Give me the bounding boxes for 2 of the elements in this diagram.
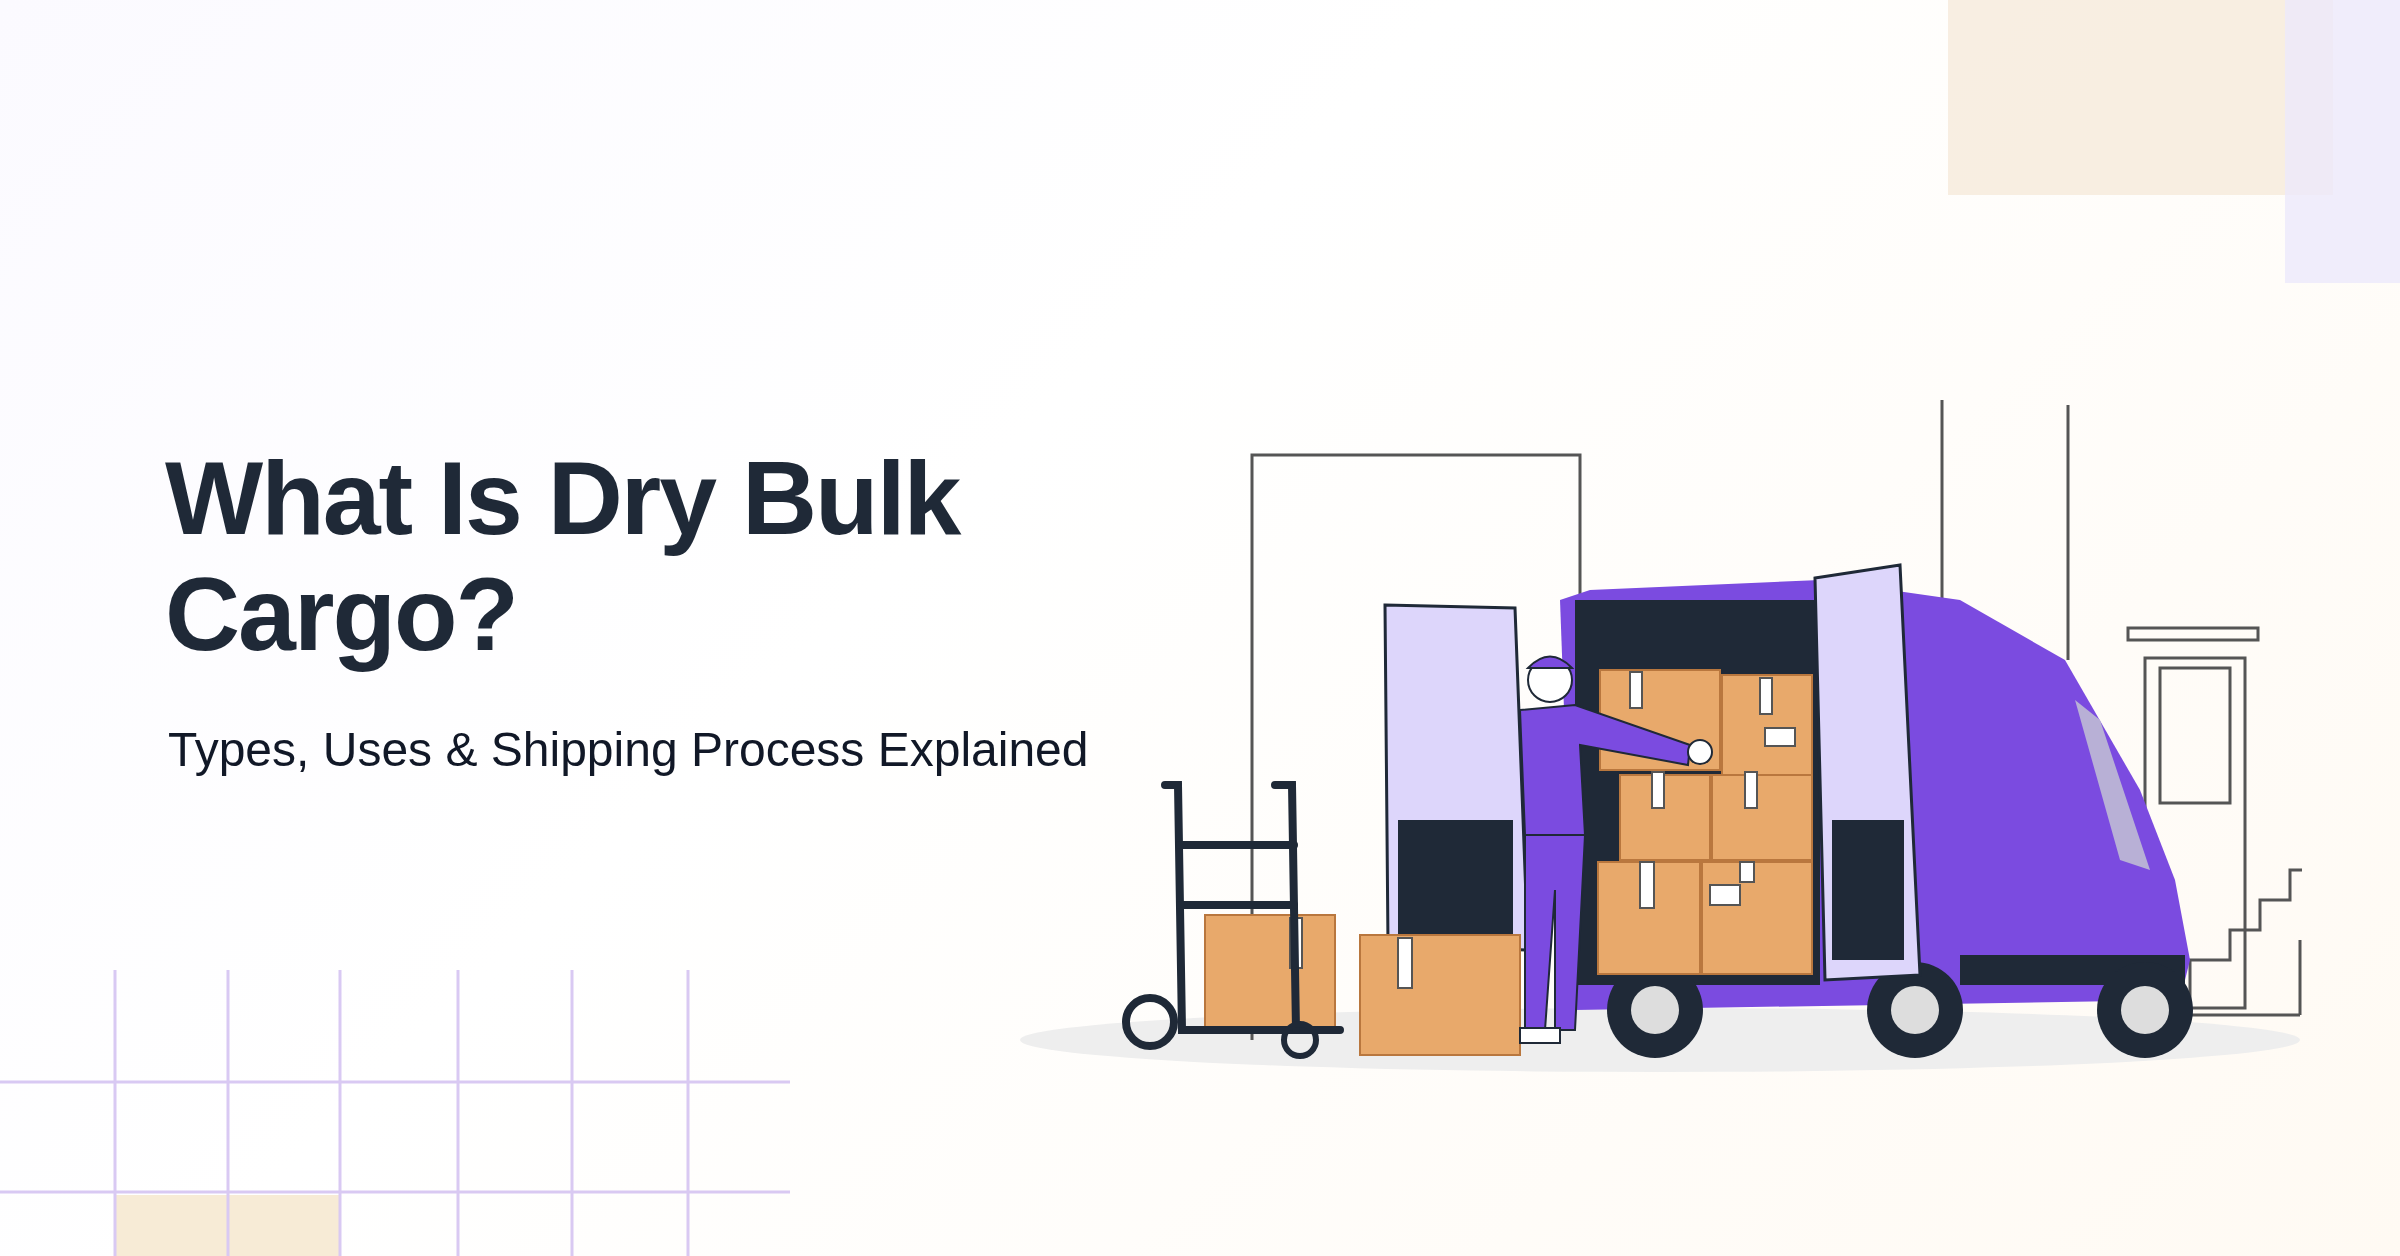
heading: What Is Dry Bulk Cargo? bbox=[165, 440, 962, 673]
subheading: Types, Uses & Shipping Process Explained bbox=[168, 722, 1089, 777]
